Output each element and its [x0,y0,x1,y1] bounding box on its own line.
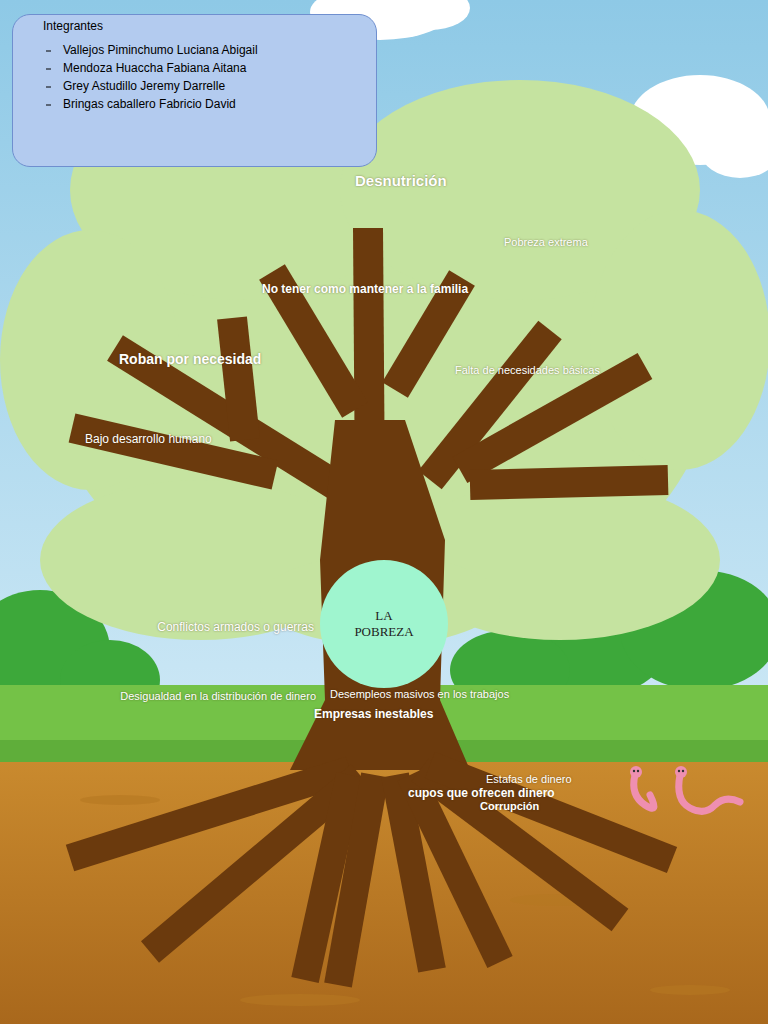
effect-label: Desnutrición [355,172,447,189]
box-heading: Integrantes [43,17,364,35]
soil [0,762,768,1024]
tree-trunk [290,420,470,770]
effect-label: Roban por necesidad [119,351,261,367]
effect-label: Falta de necesidades básicas [455,364,600,376]
cause-label: Empresas inestables [314,707,433,721]
member-name: Bringas caballero Fabricio David [63,95,364,113]
members-box: IntegrantesVallejos Piminchumo Luciana A… [12,14,377,167]
worms [634,775,740,811]
cause-label: Desigualdad en la distribución de dinero [120,690,316,702]
list-dashes [43,15,63,168]
tree-roots [70,765,672,985]
member-name: Mendoza Huaccha Fabiana Aitana [63,59,364,77]
effect-label: Pobreza extrema [504,236,588,248]
cause-label: Desempleos masivos en los trabajos [330,688,509,700]
member-name: Grey Astudillo Jeremy Darrelle [63,77,364,95]
member-name: Vallejos Piminchumo Luciana Abigail [63,41,364,59]
cause-label: Conflictos armados o guerras [157,620,314,634]
effect-label: No tener como mantener a la familia [262,282,468,296]
cause-label: Corrupción [480,800,539,812]
cause-label: cupos que ofrecen dinero [408,786,555,800]
circle-title: LA POBREZA [349,608,419,640]
center-circle: LA POBREZA [320,560,448,688]
cause-label: Estafas de dinero [486,773,572,785]
effect-label: Bajo desarrollo humano [85,432,212,446]
